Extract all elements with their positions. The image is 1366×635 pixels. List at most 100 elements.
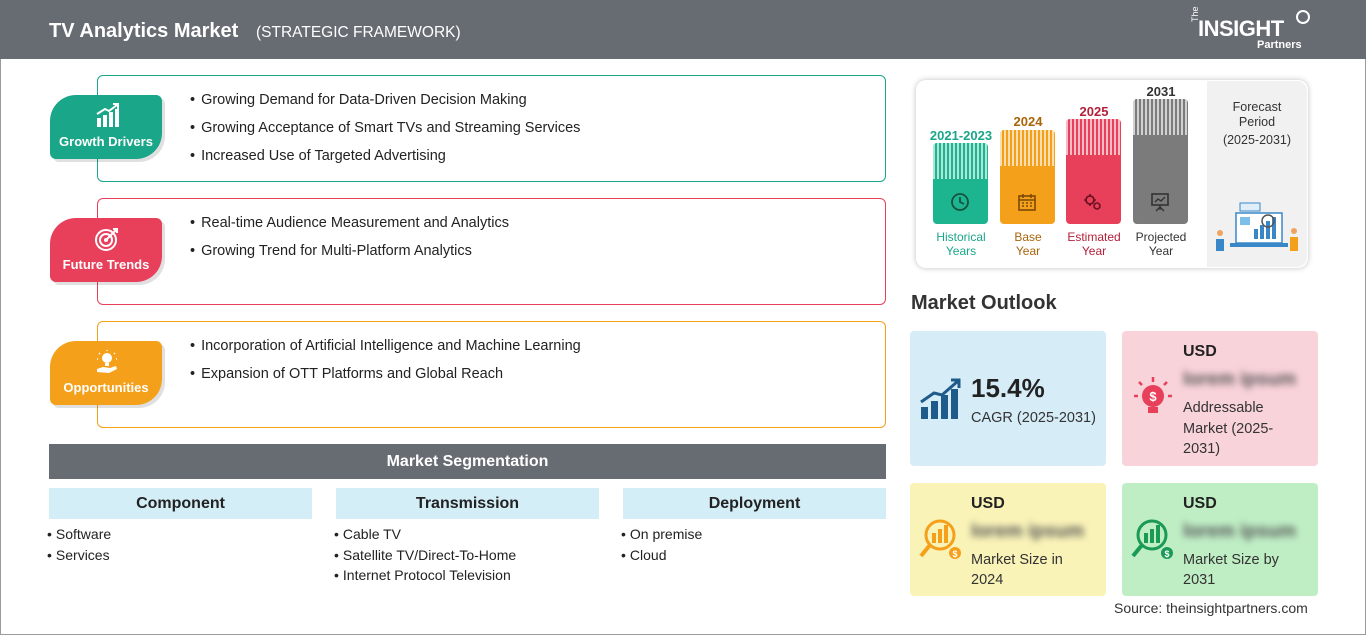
market-size-2031-desc-1: Market Size by [1183, 552, 1279, 568]
market-size-2024-usd: USD [971, 495, 1005, 512]
segment-list-transmission: Cable TV Satellite TV/Direct-To-Home Int… [334, 526, 516, 588]
analytics-dashboard-icon [1216, 202, 1298, 251]
market-size-2024-desc-1: Market Size in [971, 552, 1063, 568]
addressable-usd: USD [1183, 343, 1217, 360]
svg-text:$: $ [952, 549, 957, 559]
timeline-caption-line2: Years [945, 244, 977, 258]
list-item: Growing Trend for Multi-Platform Analyti… [190, 243, 509, 271]
bar-growth-icon [920, 378, 961, 419]
opportunities-list: Incorporation of Artificial Intelligence… [190, 338, 581, 394]
cagr-value: 15.4% [971, 373, 1045, 403]
market-size-2024-desc-2: 2024 [971, 572, 1004, 588]
addressable-value: lorem ipsum [1183, 369, 1296, 390]
history-clock-icon [951, 193, 969, 211]
list-item: Expansion of OTT Platforms and Global Re… [190, 366, 581, 394]
market-size-2031-desc-2: 2031 [1183, 572, 1216, 588]
future-trends-label: Future Trends [62, 257, 150, 272]
timeline-caption-line2: Year [1081, 244, 1107, 258]
target-icon [95, 228, 118, 251]
forecast-period-panel: Forecast Period (2025-2031) [1207, 81, 1307, 267]
list-item: Satellite TV/Direct-To-Home [334, 547, 516, 568]
svg-text:$: $ [1164, 549, 1169, 559]
market-size-2024-card: $ USD lorem ipsum Market Size in 2024 [910, 483, 1106, 596]
timeline-caption-line1: Base [1014, 230, 1042, 244]
presentation-board-icon [1151, 193, 1169, 212]
timeline-bar-2024 [1000, 130, 1055, 224]
list-item: Internet Protocol Television [334, 567, 516, 588]
market-size-2031-card: $ USD lorem ipsum Market Size by 2031 [1122, 483, 1318, 596]
growth-drivers-box: Growing Demand for Data-Driven Decision … [97, 75, 886, 182]
addressable-market-card: $ USD lorem ipsum Addressable Market (20… [1122, 331, 1318, 466]
market-outlook-title: Market Outlook [911, 292, 1057, 314]
future-trends-list: Real-time Audience Measurement and Analy… [190, 215, 509, 271]
opportunities-label: Opportunities [63, 380, 149, 395]
gears-icon [1084, 194, 1101, 210]
header-bar: TV Analytics Market (STRATEGIC FRAMEWORK… [0, 0, 1366, 59]
dollar-bulb-icon: $ [1134, 377, 1172, 413]
calendar-icon [1018, 194, 1036, 211]
cagr-label: CAGR (2025-2031) [971, 410, 1096, 426]
bar-stripe [1000, 130, 1055, 166]
svg-text:$: $ [1149, 389, 1157, 404]
timeline-year-label: 2021-2023 [929, 128, 993, 143]
growth-drivers-list: Growing Demand for Data-Driven Decision … [190, 92, 580, 176]
list-item: Real-time Audience Measurement and Analy… [190, 215, 509, 243]
list-item: Increased Use of Targeted Advertising [190, 148, 580, 176]
list-item: Growing Demand for Data-Driven Decision … [190, 92, 580, 120]
lightbulb-hand-icon [97, 350, 117, 373]
segment-heading-component: Component [49, 488, 312, 519]
opportunities-badge: Opportunities [50, 341, 162, 405]
segment-heading-transmission: Transmission [336, 488, 599, 519]
market-size-2031-usd: USD [1183, 495, 1217, 512]
timeline-bar-2031 [1133, 99, 1188, 224]
timeline-caption-line1: Projected [1135, 230, 1187, 244]
list-item: Services [47, 547, 111, 568]
market-size-2024-value: lorem ipsum [971, 521, 1084, 542]
source-link[interactable]: Source: theinsightpartners.com [1114, 600, 1308, 616]
addressable-desc-3: 2031) [1183, 441, 1221, 457]
timeline-year-label: 2031 [1146, 84, 1176, 99]
logo-arc-icon [1296, 10, 1310, 24]
forecast-period-label: Period [1238, 115, 1276, 129]
cagr-card: 15.4% CAGR (2025-2031) [910, 331, 1106, 466]
logo-partners: Partners [1257, 39, 1302, 51]
bar-stripe [1133, 99, 1188, 135]
market-segmentation-bar: Market Segmentation [49, 444, 886, 479]
segment-list-component: Software Services [47, 526, 111, 567]
magnify-chart-icon: $ [1131, 519, 1173, 559]
magnify-dollar-icon: $ [919, 519, 961, 559]
future-trends-box: Real-time Audience Measurement and Analy… [97, 198, 886, 305]
timeline-caption-line2: Year [1015, 244, 1041, 258]
timeline-caption-line2: Year [1148, 244, 1174, 258]
insight-partners-logo[interactable]: The INSIGHT Partners [1190, 6, 1330, 54]
opportunities-box: Incorporation of Artificial Intelligence… [97, 321, 886, 428]
growth-chart-icon [96, 103, 119, 127]
timeline-bar-2025 [1066, 119, 1121, 224]
addressable-desc-2: Market (2025- [1183, 421, 1274, 437]
segment-list-deployment: On premise Cloud [621, 526, 702, 567]
page-title: TV Analytics Market [49, 20, 239, 42]
list-item: Cloud [621, 547, 702, 568]
list-item: Incorporation of Artificial Intelligence… [190, 338, 581, 366]
market-size-2031-value: lorem ipsum [1183, 521, 1296, 542]
addressable-desc-1: Addressable [1183, 400, 1264, 416]
list-item: Growing Acceptance of Smart TVs and Stre… [190, 120, 580, 148]
list-item: Cable TV [334, 526, 516, 547]
growth-drivers-badge: Growth Drivers [50, 95, 162, 159]
segment-heading-deployment: Deployment [623, 488, 886, 519]
page-subtitle: (STRATEGIC FRAMEWORK) [256, 24, 461, 41]
list-item: Software [47, 526, 111, 547]
forecast-label: Forecast [1232, 100, 1282, 114]
timeline-year-label: 2024 [1013, 114, 1043, 129]
bar-stripe [933, 143, 988, 179]
bar-stripe [1066, 119, 1121, 155]
timeline-caption-line1: Historical [936, 230, 986, 244]
timeline-year-label: 2025 [1079, 104, 1109, 119]
future-trends-badge: Future Trends [50, 218, 162, 282]
logo-insight: INSIGHT [1198, 16, 1284, 41]
forecast-range-label: (2025-2031) [1222, 133, 1292, 147]
